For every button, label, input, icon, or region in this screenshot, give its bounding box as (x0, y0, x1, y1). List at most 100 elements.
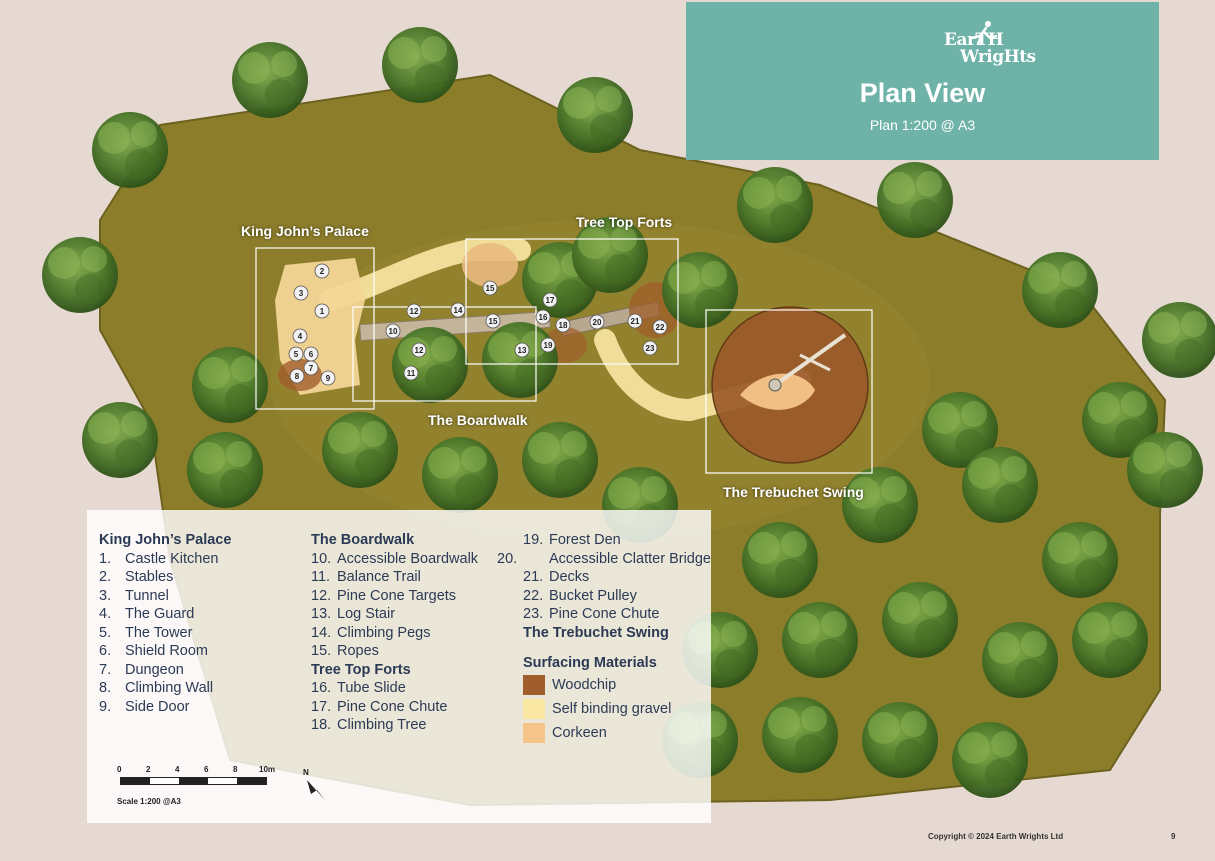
legend-item: 17.Pine Cone Chute (311, 698, 478, 717)
page-title: Plan View (859, 78, 986, 108)
map-marker-label: 9 (326, 374, 331, 383)
map-marker-label: 12 (415, 346, 424, 355)
copyright: Copyright © 2024 Earth Wrights Ltd (928, 832, 1064, 841)
map-marker: 10 (385, 323, 401, 339)
legend-item-label: Stables (125, 569, 174, 585)
map-marker: 15 (485, 313, 501, 329)
surfacing-item: Self binding gravel (523, 697, 719, 721)
legend-item-label: The Tower (125, 624, 193, 641)
legend-item-number: 21. (523, 569, 544, 585)
legend-item-label: Dungeon (125, 661, 184, 678)
legend-item-number: 17. (311, 698, 332, 715)
legend-item-label: Log Stair (337, 606, 396, 622)
map-marker: 20 (589, 314, 605, 330)
legend-item-number: 13. (311, 606, 332, 622)
map-marker: 4 (292, 328, 308, 344)
map-marker-label: 14 (454, 306, 463, 315)
map-marker: 16 (535, 309, 551, 325)
legend-item-number: 12. (311, 587, 332, 604)
scale-tick: 2 (146, 765, 151, 774)
map-marker: 1 (314, 303, 330, 319)
page-number: 9 (1171, 832, 1176, 841)
map-marker-label: 16 (539, 313, 548, 322)
map-marker: 9 (320, 370, 336, 386)
map-marker: 15 (482, 280, 498, 296)
legend-item-label: Decks (549, 569, 590, 585)
map-marker-label: 13 (518, 346, 527, 355)
legend-item-number: 23. (523, 606, 544, 622)
scale-tick: 6 (204, 765, 209, 774)
legend-item-label: Balance Trail (337, 569, 421, 585)
map-marker-label: 11 (407, 369, 416, 378)
logo-line-1: EarTH (944, 30, 1004, 50)
legend-item-label: The Guard (125, 606, 195, 622)
map-marker-label: 23 (646, 344, 655, 353)
legend-item-number: 2. (99, 569, 112, 585)
legend-item-label: Shield Room (125, 643, 209, 659)
legend-item: 8.Climbing Wall (99, 679, 231, 698)
legend-item-number: 9. (99, 698, 112, 715)
map-marker-label: 15 (489, 317, 498, 326)
north-arrow-icon (307, 780, 325, 800)
legend-item: 6. Shield Room (99, 642, 231, 661)
legend-heading-boardwalk: The Boardwalk (311, 532, 415, 548)
legend-item-label: Climbing Pegs (337, 624, 431, 641)
legend-item: 5.The Tower (99, 624, 231, 643)
map-marker-label: 19 (544, 341, 553, 350)
scale-caption: Scale 1:200 @A3 (117, 797, 181, 806)
legend-item: 10. Accessible Boardwalk (311, 550, 478, 569)
north-arrow: N (301, 768, 331, 804)
map-marker-label: 10 (389, 327, 398, 336)
legend-item-number: 6. (99, 643, 112, 659)
map-marker: 2 (314, 263, 330, 279)
legend-heading-forts: Tree Top Forts (311, 661, 411, 678)
logo-line-2: WrigHts (960, 47, 1036, 67)
plan-scale: Plan 1:200 @ A3 (869, 117, 976, 133)
forts-zone-outline (465, 238, 679, 365)
surfacing-item: Woodchip (523, 673, 719, 697)
map-marker: 18 (555, 317, 571, 333)
legend-heading-trebuchet: The Trebuchet Swing (523, 624, 669, 641)
legend-item-number: 19. (523, 532, 544, 548)
legend-item: 1. Castle Kitchen (99, 550, 231, 569)
title-panel: EarTH WrigHts Plan View Plan 1:200 @ A3 (686, 2, 1159, 160)
legend-item: 16.Tube Slide (311, 679, 478, 698)
legend-item: 18.Climbing Tree (311, 716, 478, 735)
legend-item-label: Side Door (125, 698, 190, 715)
map-marker: 23 (642, 340, 658, 356)
surfacing-label: Woodchip (552, 676, 617, 693)
trebuchet-zone-outline (705, 309, 873, 474)
legend-item: 4.The Guard (99, 605, 231, 624)
palace-zone-outline (255, 247, 375, 410)
surfacing-swatch (523, 674, 545, 695)
label-boardwalk: The Boardwalk (428, 412, 528, 428)
scale-tick: 8 (233, 765, 238, 774)
legend-item-label: Accessible Boardwalk (337, 550, 479, 567)
legend-item: 15.Ropes (311, 642, 478, 661)
legend-item: 19. Forest Den (523, 531, 719, 550)
legend-item-number: 1. (99, 550, 112, 567)
legend-item-label: Pine Cone Chute (549, 606, 660, 622)
map-marker: 7 (303, 360, 319, 376)
legend-item-number: 14. (311, 624, 332, 641)
legend-item: 11.Balance Trail (311, 568, 478, 587)
map-marker: 11 (403, 365, 419, 381)
legend-item-label: Castle Kitchen (125, 550, 219, 567)
map-marker-label: 6 (309, 350, 314, 359)
legend-item-label: Forest Den (549, 532, 621, 548)
map-marker-label: 20 (593, 318, 602, 327)
legend-item-number: 8. (99, 680, 112, 696)
scale-bar: 0 2 4 6 8 10m Scale 1:200 @A3 (117, 765, 297, 815)
legend-item-number: 10. (311, 550, 332, 567)
legend-item-number: 15. (311, 643, 332, 659)
surfacing-label: Self binding gravel (552, 700, 672, 717)
legend-item-label: Pine Cone Targets (337, 587, 457, 604)
map-marker-label: 4 (298, 332, 303, 341)
legend-item-label: Accessible Clatter Bridge (549, 550, 711, 567)
